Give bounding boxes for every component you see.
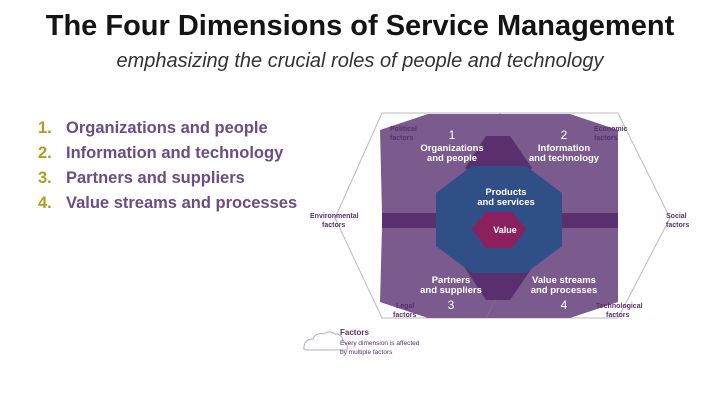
factor-label-legal: Legal — [396, 303, 414, 310]
quadrant-label: Partners — [432, 275, 471, 286]
list-item: 2. Information and technology — [38, 141, 297, 166]
factor-label-political: Political — [390, 126, 417, 133]
quadrant-number: 1 — [449, 128, 456, 142]
legend-text: by multiple factors — [340, 349, 393, 356]
list-item: 3. Partners and suppliers — [38, 166, 297, 191]
list-label: Information and technology — [66, 144, 284, 162]
quadrant-label: and technology — [529, 153, 600, 164]
cloud-icon — [302, 331, 348, 351]
quadrant-label: Organizations — [420, 143, 483, 154]
factor-label-social: factors — [666, 222, 689, 229]
slide-title: The Four Dimensions of Service Managemen… — [45, 10, 675, 42]
factor-label-technological: Technological — [596, 303, 643, 310]
slide-subtitle: emphasizing the crucial roles of people … — [116, 50, 604, 72]
factor-label-economic: Economic — [594, 126, 628, 133]
factor-label-economic: factors — [594, 135, 617, 142]
four-dimensions-diagram: 1 Organizations and people 2 Information… — [302, 112, 689, 356]
center-label: Products — [485, 187, 526, 198]
quadrant-label: and processes — [531, 285, 598, 296]
factor-label-technological: factors — [606, 312, 629, 319]
list-item: 1. Organizations and people — [38, 116, 297, 141]
factor-label-social: Social — [666, 213, 687, 220]
quadrant-number: 2 — [561, 128, 568, 142]
quadrant-number: 3 — [448, 298, 455, 312]
dimensions-list: 1. Organizations and people 2. Information… — [38, 116, 297, 216]
list-number: 2. — [38, 144, 52, 162]
legend-text: Every dimension is affected — [340, 340, 420, 347]
list-number: 1. — [38, 119, 52, 137]
list-number: 4. — [38, 194, 52, 212]
factors-legend: Factors Every dimension is affected by m… — [302, 328, 420, 356]
factor-label-environmental: factors — [322, 222, 345, 229]
legend-title: Factors — [340, 328, 369, 337]
quadrant-label: Value streams — [532, 275, 596, 286]
factor-label-environmental: Environmental — [310, 213, 359, 220]
quadrant-label: and suppliers — [420, 285, 482, 296]
factor-label-legal: factors — [393, 312, 416, 319]
value-hexagon — [472, 212, 526, 248]
center-label: and services — [477, 197, 535, 208]
list-label: Value streams and processes — [66, 194, 298, 212]
list-label: Partners and suppliers — [66, 169, 245, 187]
value-label: Value — [493, 225, 517, 235]
quadrant-number: 4 — [561, 298, 568, 312]
list-number: 3. — [38, 169, 52, 187]
quadrant-label: and people — [427, 153, 477, 164]
list-label: Organizations and people — [66, 119, 268, 137]
factor-label-political: factors — [390, 135, 413, 142]
quadrant-label: Information — [538, 143, 590, 154]
list-item: 4. Value streams and processes — [38, 191, 297, 216]
